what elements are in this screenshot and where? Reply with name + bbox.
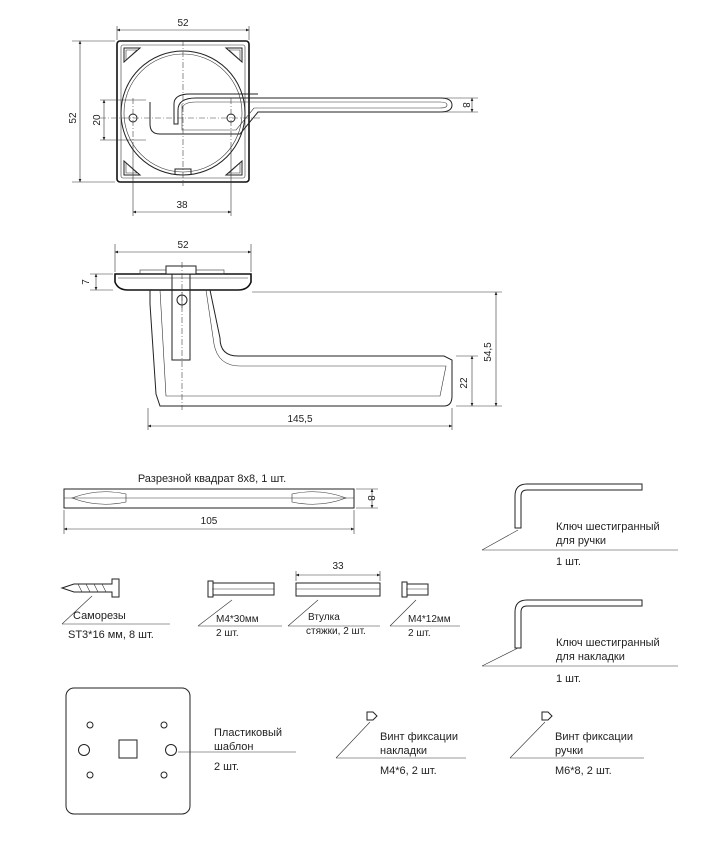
hex-key-handle-shape — [514, 483, 643, 529]
dim-side-length: 145,5 — [287, 414, 312, 425]
template-center-square — [118, 739, 138, 759]
setscrew-plate-spec: М4*6, 2 шт. — [380, 765, 437, 777]
bolt-m4x12-qty: 2 шт. — [408, 628, 431, 639]
dim-lever-thickness: 8 — [460, 102, 471, 108]
dim-side-total-height: 54,5 — [483, 342, 494, 362]
bolt-m4x12-shape — [405, 583, 429, 596]
template-outline — [65, 687, 191, 815]
dim-top-width: 52 — [177, 18, 189, 29]
hex-key-handle-line1: Ключ шестигранный — [556, 521, 660, 533]
setscrew-handle-line1: Винт фиксации — [555, 731, 633, 743]
dim-hole-spacing: 20 — [92, 114, 103, 126]
screw-shape — [60, 578, 120, 598]
screws-spec: ST3*16 мм, 8 шт. — [68, 629, 154, 641]
template-line1: Пластиковый — [214, 727, 282, 739]
hex-key-plate-line2: для накладки — [556, 651, 625, 663]
corner-slot-bl — [123, 159, 142, 176]
hex-key-plate-part: Ключ шестигранный для накладки 1 шт. — [481, 599, 678, 685]
setscrew-plate-shape — [366, 711, 378, 721]
side-lever — [149, 289, 453, 407]
hex-key-plate-shape — [514, 599, 643, 649]
corner-slot-tl — [123, 47, 142, 64]
split-square-length-dim: 105 — [201, 516, 218, 527]
setscrew-handle-spec: М6*8, 2 шт. — [555, 765, 612, 777]
side-view: 52 7 54,5 22 145,5 — [81, 240, 502, 430]
sleeve-part: 33 Втулка стяжки, 2 шт. — [287, 561, 381, 637]
corner-slot-br — [224, 159, 243, 176]
dim-side-base-height: 7 — [81, 279, 92, 285]
dim-holes-width: 38 — [176, 200, 188, 211]
screws-title: Саморезы — [73, 610, 126, 622]
side-base — [114, 273, 252, 291]
screw-part: Саморезы ST3*16 мм, 8 шт. — [60, 578, 170, 641]
dim-side-width: 52 — [177, 240, 189, 251]
hex-key-handle-line2: для ручки — [556, 535, 606, 547]
rosette-circle — [120, 50, 246, 176]
dim-side-lever-height: 22 — [459, 377, 470, 389]
lever-outline — [149, 93, 453, 135]
hex-key-handle-part: Ключ шестигранный для ручки 1 шт. — [481, 483, 678, 568]
split-square-bar — [63, 488, 355, 509]
setscrew-handle-part: Винт фиксации ручки М6*8, 2 шт. — [509, 711, 644, 777]
setscrew-handle-shape — [541, 711, 553, 721]
side-spindle — [171, 273, 191, 361]
setscrew-plate-line2: накладки — [380, 745, 427, 757]
bolt-m4x30-part: М4*30мм 2 шт. — [197, 580, 282, 639]
bolt-m4x30-title: М4*30мм — [216, 614, 259, 625]
hex-key-plate-qty: 1 шт. — [556, 673, 581, 685]
split-square-part: Разрезной квадрат 8x8, 1 шт. 8 105 — [63, 473, 378, 534]
side-spindle-top — [165, 265, 197, 275]
sleeve-line2: стяжки, 2 шт. — [306, 626, 366, 637]
setscrew-plate-line1: Винт фиксации — [380, 731, 458, 743]
setscrew-handle-line2: ручки — [555, 745, 583, 757]
hex-key-plate-line1: Ключ шестигранный — [556, 637, 660, 649]
top-view: 52 52 20 38 8 — [68, 18, 478, 216]
bolt-m4x12-title: М4*12мм — [408, 614, 451, 625]
hex-key-handle-qty: 1 шт. — [556, 556, 581, 568]
split-square-height-dim: 8 — [365, 495, 376, 501]
sleeve-shape — [295, 582, 381, 597]
template-line2: шаблон — [214, 741, 253, 753]
bolt-m4x12-part: М4*12мм 2 шт. — [389, 581, 460, 639]
bolt-m4x30-qty: 2 шт. — [216, 628, 239, 639]
sleeve-line1: Втулка — [308, 612, 340, 623]
setscrew-plate-part: Винт фиксации накладки М4*6, 2 шт. — [335, 711, 466, 777]
sleeve-length-dim: 33 — [332, 561, 344, 572]
plastic-template-part: Пластиковый шаблон 2 шт. — [65, 687, 296, 815]
split-square-title: Разрезной квадрат 8x8, 1 шт. — [138, 473, 286, 485]
template-qty: 2 шт. — [214, 761, 239, 773]
dim-top-height: 52 — [68, 112, 79, 124]
corner-slot-tr — [224, 47, 243, 64]
